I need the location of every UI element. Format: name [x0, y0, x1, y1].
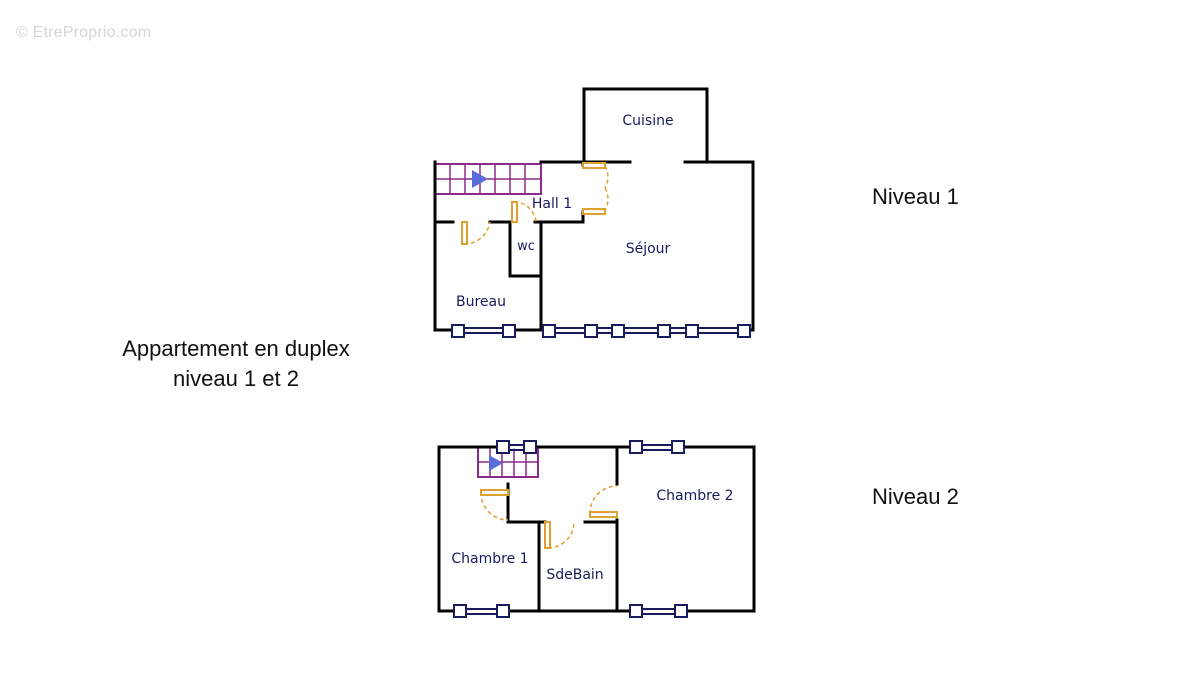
level-1-plan: Cuisine Hall 1 wc Séjour Bureau: [433, 87, 755, 338]
level-2-plan: Chambre 1 SdeBain Chambre 2: [437, 440, 756, 618]
windows-level-2: [453, 440, 688, 618]
stairs-arrow-icon: [472, 170, 488, 188]
room-label-wc: wc: [517, 239, 535, 254]
room-label-bureau: Bureau: [456, 294, 506, 310]
room-label-sdebain: SdeBain: [546, 567, 603, 583]
caption-line-1: Appartement en duplex: [122, 336, 350, 361]
room-label-chambre-1: Chambre 1: [451, 551, 528, 567]
room-label-cuisine: Cuisine: [622, 113, 673, 129]
stairs-arrow-icon: [489, 455, 503, 471]
plan-caption: Appartement en duplex niveau 1 et 2: [96, 334, 376, 394]
watermark: © EtreProprio.com: [16, 24, 152, 41]
room-label-chambre-2: Chambre 2: [656, 488, 733, 504]
doors-level-2: [480, 485, 618, 549]
doors-level-1: [461, 162, 609, 245]
level-1-label: Niveau 1: [872, 184, 959, 209]
room-label-hall: Hall 1: [532, 196, 572, 212]
caption-line-2: niveau 1 et 2: [173, 366, 299, 391]
level-2-label: Niveau 2: [872, 484, 959, 509]
windows-level-1: [451, 324, 751, 338]
room-label-sejour: Séjour: [626, 241, 671, 257]
walls-level-2: [437, 445, 756, 613]
stairs-level-1: [434, 163, 542, 195]
